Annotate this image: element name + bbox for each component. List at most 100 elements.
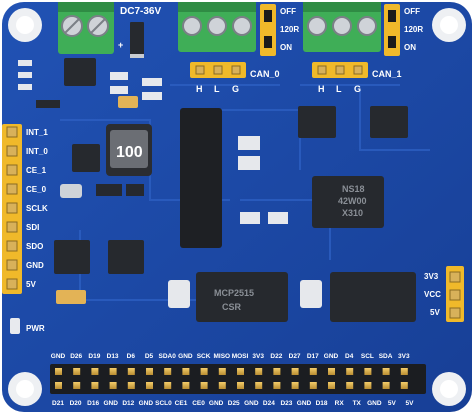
gpio-pin — [146, 368, 153, 375]
left-pin-label: SDO — [26, 242, 43, 251]
gpio-bottom-label: D20 — [70, 400, 82, 407]
gpio-bottom-label: SCL0 — [155, 400, 172, 407]
small-component-mid — [238, 136, 260, 150]
left-pin-label: CE_1 — [26, 166, 47, 175]
left-pin — [6, 164, 18, 176]
gpio-pin — [364, 368, 372, 375]
gpio-bottom-label: D18 — [316, 400, 328, 407]
transceiver-chip-b — [370, 106, 408, 138]
isolation-block — [180, 108, 222, 248]
gpio-bottom-label: GND — [209, 400, 224, 407]
gpio-pin — [291, 382, 299, 389]
gpio-pin — [237, 368, 244, 375]
gpio-bottom-label: GND — [297, 400, 312, 407]
diode-1 — [96, 184, 122, 196]
right-pin-vcc: VCC — [424, 290, 441, 299]
right-pin-header — [446, 266, 464, 322]
gpio-pin — [127, 382, 135, 389]
can0-pin-l: L — [214, 84, 220, 94]
dc-dc-chip — [64, 58, 96, 86]
isolator-line-1: NS18 — [342, 184, 365, 194]
gpio-bottom-label: D12 — [122, 400, 134, 407]
crystal-right-can — [300, 280, 322, 308]
can1-terminal-block — [303, 2, 381, 52]
can1-pin-header — [312, 62, 368, 78]
gpio-pin — [291, 368, 299, 375]
gpio-top-label: MOSI — [232, 353, 249, 360]
gpio-pin — [400, 368, 408, 375]
gpio-top-label: D4 — [345, 353, 354, 360]
gpio-pin — [182, 368, 190, 375]
gpio-top-label: GND — [51, 353, 66, 360]
gpio-pin — [309, 368, 317, 375]
gpio-pin — [346, 368, 354, 375]
gpio-top-label: D6 — [127, 353, 136, 360]
gpio-bottom-label: GND — [244, 400, 259, 407]
jumper-can1-120r: 120R — [404, 25, 423, 34]
gpio-top-label: D13 — [107, 353, 119, 360]
gpio-pin — [55, 382, 62, 389]
can1-pin-l: L — [336, 84, 342, 94]
left-pin — [6, 126, 18, 138]
gpio-top-label: SDA — [379, 353, 393, 360]
gpio-top-label: 3V3 — [398, 353, 410, 360]
can1-label: CAN_1 — [372, 69, 402, 79]
gpio-pin — [73, 368, 81, 375]
isolator-chip: NS18 42W00 X310 — [312, 176, 384, 228]
gpio-pin — [400, 382, 408, 389]
can0-terminal-block — [178, 2, 256, 52]
left-pin-label: GND — [26, 261, 44, 270]
can0-pin-h: H — [196, 84, 203, 94]
power-inductor: 100 — [106, 124, 152, 176]
left-pin — [6, 145, 18, 157]
gpio-top-label: GND — [178, 353, 193, 360]
gpio-pin — [237, 382, 244, 389]
gpio-top-label: GND — [324, 353, 339, 360]
left-pin — [6, 221, 18, 233]
gpio-pin — [382, 368, 390, 375]
gpio-top-label: D19 — [88, 353, 100, 360]
gpio-pin — [255, 368, 263, 375]
gpio-pin — [273, 382, 281, 389]
left-pin-label: INT_0 — [26, 147, 48, 156]
jumper-can0 — [260, 4, 276, 56]
jumper-can1-off: OFF — [404, 7, 420, 16]
gpio-pin — [328, 368, 335, 375]
left-pin — [6, 278, 18, 290]
can0-pin-g: G — [232, 84, 239, 94]
pwr-led — [10, 318, 20, 334]
can-controller-left: MCP2515 CSR — [196, 272, 288, 322]
gpio-pin — [55, 368, 62, 375]
gpio-pin — [73, 382, 81, 389]
gpio-bottom-label: D24 — [263, 400, 275, 407]
gpio-top-label: D5 — [145, 353, 154, 360]
power-diode — [130, 22, 144, 58]
gpio-bottom-label: CE1 — [175, 400, 188, 407]
small-components-left — [18, 60, 162, 108]
right-pin-3v3: 3V3 — [424, 272, 439, 281]
gpio-pin — [255, 382, 263, 389]
gpio-top-label: SCL — [361, 353, 374, 360]
gpio-bottom-label: D16 — [87, 400, 99, 407]
jumper-can0-on: ON — [280, 43, 292, 52]
jumper-can0-120r: 120R — [280, 25, 299, 34]
diode-2 — [126, 184, 144, 196]
soic-left-b — [108, 240, 144, 274]
gpio-pin — [164, 382, 172, 389]
gpio-pin — [146, 382, 153, 389]
gpio-pin — [91, 368, 99, 375]
can1-pin-g: G — [354, 84, 361, 94]
gpio-pin — [218, 382, 226, 389]
svg-text:+: + — [118, 40, 123, 50]
left-pin-label: CE_0 — [26, 185, 47, 194]
power-terminal-block — [58, 2, 114, 54]
right-pin-5v: 5V — [430, 308, 440, 317]
jumper-can0-off: OFF — [280, 7, 296, 16]
cap-tan-1 — [118, 96, 138, 108]
jumper-can1-on: ON — [404, 43, 416, 52]
left-pin-label: SDI — [26, 223, 39, 232]
gpio-bottom-label: TX — [353, 400, 362, 407]
